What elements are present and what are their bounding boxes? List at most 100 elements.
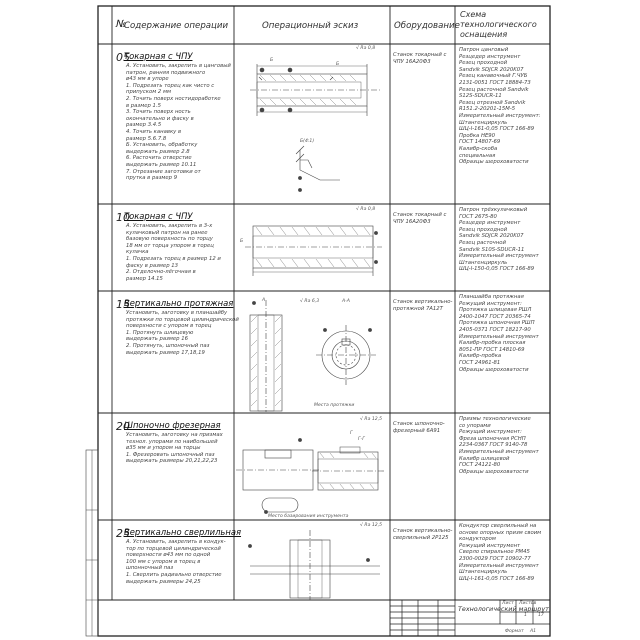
- sketch-25: [248, 530, 380, 600]
- tooling-item: Режущий инструмент: [459, 542, 521, 549]
- operation-step: фаску в размер 13: [126, 262, 178, 269]
- sketch-label: А: [262, 298, 266, 303]
- operation-step: кулачковый патрон на ранее: [126, 229, 208, 236]
- operation-step: 2. Протянуть, шпоночный паз: [126, 343, 210, 349]
- operation-step: кулачка: [126, 249, 149, 256]
- tooling-item: Sandvik S10S-SDUCR-11: [459, 246, 525, 253]
- tooling-item: ГОСТ 14807-69: [459, 139, 501, 146]
- operation-step: А. Установить, закрепить в кондук-: [126, 539, 226, 545]
- operation-step: ø35 мм и упором на торцы: [126, 445, 201, 452]
- sheet-label: Лист: [502, 601, 514, 606]
- operation-step: прутка в размер 9: [126, 175, 178, 182]
- operation-step: 1. Сверлить радиально отверстие: [126, 572, 222, 578]
- operation-step: 1. Подрезать торец в размер 12 и: [126, 256, 221, 262]
- tooling-item: 2400-1047 ГОСТ 20365-74: [459, 313, 531, 320]
- sketch-label: Места протяжки: [314, 403, 355, 408]
- operation-step: выдержать размер 2.8: [126, 148, 190, 155]
- operation-step: выдержать размер 17,18,19: [126, 349, 205, 356]
- sketch-label: Б(4:1): [300, 139, 315, 144]
- sketch-label: √ Ra 6,3: [300, 299, 320, 304]
- tooling-item: Пробка НЕ90: [459, 132, 496, 139]
- sketch-label: Б: [270, 58, 274, 63]
- operation-step: 2. Отделочно-лёгочная в: [126, 269, 196, 276]
- sketch-label: √ Ra 12,5: [360, 523, 383, 528]
- tooling-item: основе опорных призм своим: [459, 529, 542, 536]
- operation-step: 18 мм от торца упором в торец: [126, 242, 214, 249]
- tooling-item: ШЦ-I-161-0,05 ГОСТ 166-89: [459, 126, 535, 133]
- tooling-item: 2131-0051 ГОСТ 18884-73: [459, 80, 531, 86]
- equipment-text: Станок вертикально-сверлильный 2Р125: [393, 528, 453, 541]
- tooling-item: ШЦ-I-150-0,05 ГОСТ 166-89: [459, 266, 535, 273]
- header-tooling: Схема технологического оснащения: [460, 10, 537, 39]
- operation-number: 25: [116, 527, 130, 540]
- tooling-item: Призмы технологические: [459, 416, 531, 422]
- sheets-number: 17: [538, 613, 544, 618]
- sketch-label: Б: [336, 62, 340, 67]
- tooling-item: ШЦ-I-161-0,05 ГОСТ 166-89: [459, 575, 535, 582]
- sketch-label: Г-Г: [358, 437, 365, 442]
- operation-step: тор по торцевой цилиндрической: [126, 545, 221, 552]
- operation-step: 1. Протянуть шлицевую: [126, 329, 194, 336]
- tooling-item: 8051-ПР ГОСТ 14810-69: [459, 346, 525, 353]
- operation-step: ø43 мм в упоре: [126, 76, 169, 83]
- tooling-item: R151.2-20201-15M-5: [459, 106, 516, 113]
- operation-step: шпонночный паз: [126, 565, 174, 572]
- operation-step: 6. Расточить отверстие: [126, 155, 192, 162]
- sketch-15: [249, 300, 376, 412]
- tooling-item: Sandvik SDJCR 2020K07: [459, 233, 524, 240]
- tooling-item: ГОСТ 24961-81: [459, 360, 501, 366]
- tooling-item: Sandvik SDJCR 2020K07: [459, 66, 524, 73]
- operation-step: базовую поверхность по торцу: [126, 236, 213, 243]
- tooling-item: Режущий инструмент:: [459, 429, 522, 436]
- tooling-item: Калибр-пробка плоская: [459, 340, 526, 347]
- tooling-item: Резец расточной: [459, 240, 506, 246]
- tooling-item: Штангенциркуль: [459, 119, 508, 126]
- operation-title: Токарная с ЧПУ: [124, 211, 193, 221]
- tooling-item: Измерительный инструмент: [459, 333, 539, 340]
- tooling-item: Фреза шпоночная РСНП: [459, 435, 526, 442]
- operation-step: выдержать размер 16: [126, 336, 188, 343]
- operation-title: Токарная с ЧПУ: [124, 51, 193, 61]
- sketch-label: Место базирования инструмента: [268, 514, 349, 519]
- header-content: Содержание операции: [124, 21, 229, 31]
- tooling-item: Штангенциркуль: [459, 259, 508, 266]
- sketch-label: √ Ra 12,5: [360, 417, 383, 422]
- operation-number: 15: [116, 298, 130, 311]
- tooling-item: Измерительный инструмент:: [459, 113, 541, 119]
- doc-title: Технологический маршрут: [458, 605, 549, 613]
- sketch-label: √ Ra 0,8: [356, 46, 376, 51]
- operation-step: протяжки по торцевой цилиндрической: [126, 316, 239, 323]
- tooling-item: Калибр шлицевой: [459, 455, 510, 462]
- tooling-item: Сверло спиральное РМ45: [459, 549, 530, 556]
- tooling-item: 2234-0367 ГОСТ 9140-78: [459, 442, 528, 449]
- tooling-item: Калибр-пробка: [459, 353, 502, 360]
- operation-title: Вертикально протяжная: [124, 298, 234, 308]
- operation-step: в размер 1.5: [126, 102, 161, 109]
- operation-step: Б. Установить, обработку: [126, 142, 198, 149]
- tooling-item: Измерительный инструмент: [459, 449, 539, 455]
- tooling-item: Планшайба протяжная: [459, 294, 524, 300]
- operation-step: окончательно и фаску в: [126, 115, 194, 122]
- tooling-item: Резцедер инструмент: [459, 53, 521, 60]
- operation-step: 2. Точить поверх ностидоработке: [126, 96, 221, 102]
- operation-step: технол. упорами по наибольшей: [126, 438, 218, 445]
- equipment-text: Станок вертикально-протяжной 7А12Т: [393, 299, 453, 312]
- operation-step: размер 3.4.5: [126, 122, 162, 129]
- equipment-text: Станок токарный с ЧПУ 16А20Ф3: [393, 212, 447, 225]
- sketch-20: [236, 438, 384, 514]
- operation-title: Шпоночно фрезерная: [124, 420, 221, 430]
- title-block: [389, 599, 551, 637]
- operation-step: 1. Подрезать торец как чисто с: [126, 82, 215, 89]
- operation-step: 3. Точить поверх ность: [126, 109, 191, 116]
- tooling-item: Патрон трёхкулачковый: [459, 207, 528, 213]
- tooling-item: Штангенциркуль: [459, 569, 508, 576]
- sketch-label: √ Ra 0,8: [356, 207, 376, 212]
- operation-step: Установить, заготовку в планшайбу: [126, 310, 228, 316]
- tooling-item: специальная: [459, 152, 496, 159]
- sketch-05: [250, 64, 380, 192]
- tooling-item: Образцы шероховатости: [459, 366, 529, 373]
- operation-step: поверхности ø43 мм по одной: [126, 552, 211, 559]
- header-number: №: [116, 19, 127, 30]
- operation-step: Установить, заготовку на призмах: [126, 432, 223, 438]
- header-sketch: Операционный эскиз: [262, 21, 359, 31]
